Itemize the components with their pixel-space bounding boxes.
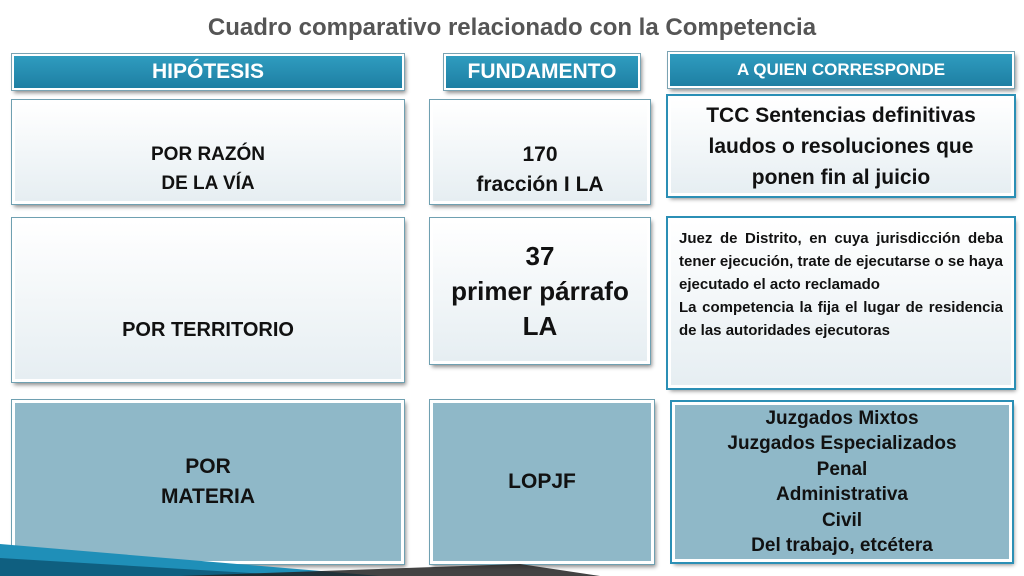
header-fundamento-label: FUNDAMENTO: [467, 60, 617, 83]
cell-hipotesis-via: POR RAZÓN DE LA VÍA: [11, 99, 405, 205]
cell-corresponde-juzgados: Juzgados Mixtos Juzgados Especializados …: [670, 400, 1014, 564]
cell-hipotesis-territorio: POR TERRITORIO: [11, 217, 405, 383]
cell-text-line: 170: [522, 143, 558, 166]
cell-text-line: POR TERRITORIO: [122, 318, 294, 341]
cell-text-line: Penal: [816, 458, 868, 480]
cell-paragraph-juez: Juez de Distrito, en cuya jurisdicción d…: [679, 227, 1003, 342]
cell-text-line: Juez de Distrito, en cuya jurisdicción d…: [679, 230, 1003, 293]
cell-text-line: TCC Sentencias definitivas: [706, 103, 976, 127]
cell-text-line: fracción I LA: [476, 173, 604, 196]
header-corresponde-label: A QUIEN CORRESPONDE: [736, 60, 946, 79]
cell-text-line: Administrativa: [776, 484, 908, 505]
cell-text-line: Juzgados Mixtos: [765, 407, 919, 429]
cell-text-line: Del trabajo, etcétera: [751, 535, 933, 556]
cell-text-line: DE LA VÍA: [161, 173, 255, 194]
cell-corresponde-tcc: TCC Sentencias definitivas laudos o reso…: [666, 94, 1016, 198]
cell-text-line: primer párrafo: [451, 275, 629, 306]
header-hipotesis-label: HIPÓTESIS: [151, 60, 265, 83]
cell-fundamento-37: 37 primer párrafo LA: [429, 217, 651, 365]
cell-text-line: MATERIA: [160, 485, 256, 508]
header-fundamento: FUNDAMENTO: [443, 53, 641, 91]
cell-text-line: POR RAZÓN: [151, 144, 265, 165]
header-corresponde: A QUIEN CORRESPONDE: [667, 51, 1015, 89]
header-hipotesis: HIPÓTESIS: [11, 53, 405, 91]
cell-text-line: Juzgados Especializados: [727, 433, 957, 454]
cell-text-line: POR: [185, 455, 231, 478]
decorative-swoosh: [0, 544, 600, 576]
cell-text-line: 37: [525, 240, 555, 271]
cell-text-line: LA: [522, 310, 558, 341]
cell-text-line: LOPJF: [508, 470, 576, 493]
cell-text-line: La competencia la fija el lugar de resid…: [679, 299, 1003, 339]
slide-title: Cuadro comparativo relacionado con la Co…: [207, 14, 817, 41]
cell-hipotesis-materia: POR MATERIA: [11, 399, 405, 565]
cell-text-line: laudos o resoluciones que: [708, 134, 974, 158]
cell-fundamento-lopjf: LOPJF: [429, 399, 655, 565]
cell-text-line: ponen fin al juicio: [751, 165, 931, 189]
cell-fundamento-170: 170 fracción I LA: [429, 99, 651, 205]
cell-text-line: Civil: [821, 509, 863, 531]
cell-corresponde-juez: Juez de Distrito, en cuya jurisdicción d…: [666, 216, 1016, 390]
